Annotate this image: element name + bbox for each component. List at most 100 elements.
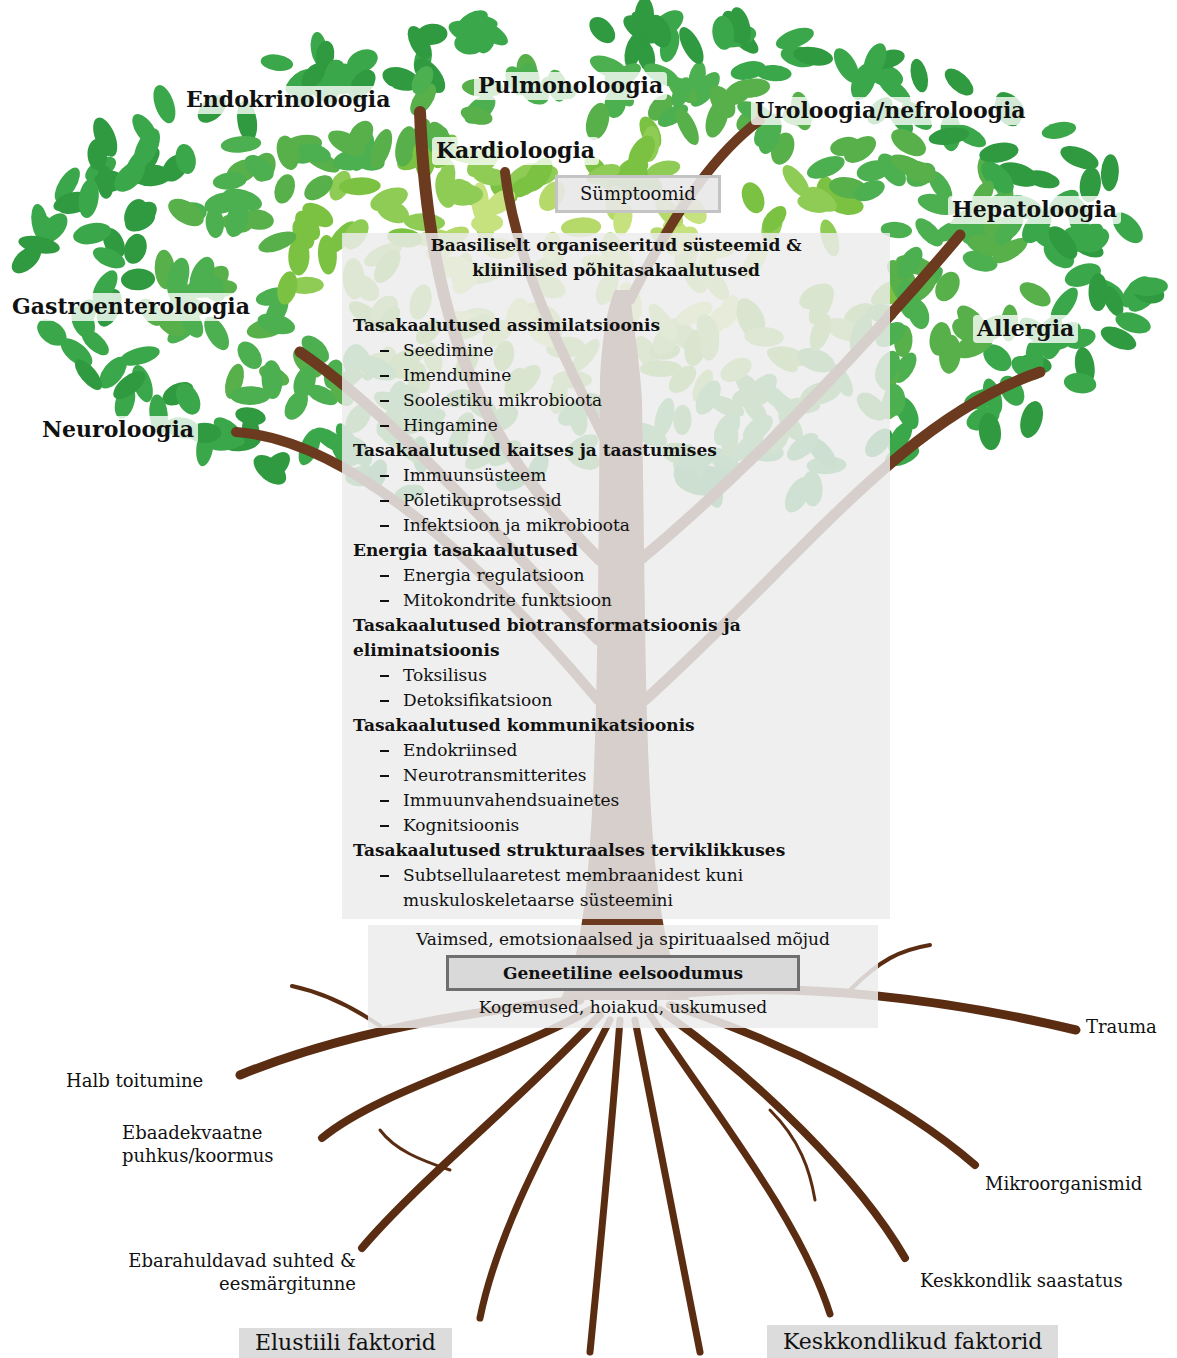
item-row: Immuunvahendsuainetes <box>342 788 890 813</box>
item-row: Endokriinsed <box>342 738 890 763</box>
leaf <box>668 74 696 110</box>
item-row: Põletikuprotsessid <box>342 488 890 513</box>
root <box>670 1005 975 1165</box>
item-row: Subtsellulaaretest membraanidest kuni mu… <box>342 863 890 913</box>
leaf <box>804 151 848 183</box>
leaf <box>232 337 266 374</box>
leaf <box>940 64 978 101</box>
leaf <box>927 125 970 148</box>
root <box>292 986 380 1026</box>
item-row: Immuunsüsteem <box>342 463 890 488</box>
leaf <box>71 220 113 248</box>
item-row: Energia regulatsioon <box>342 563 890 588</box>
leaf <box>173 142 198 176</box>
leaf <box>1113 308 1153 337</box>
specialty-label: Hepatoloogia <box>948 196 1121 224</box>
specialty-label: Kardioloogia <box>432 137 599 165</box>
leaf <box>1040 119 1077 141</box>
section-heading: Tasakaalutused assimilatsioonis <box>353 315 660 335</box>
root-label: Trauma <box>1084 1016 1159 1039</box>
leaf <box>296 140 333 166</box>
leaf <box>255 310 297 338</box>
leaf <box>778 161 815 202</box>
leaf <box>120 196 152 234</box>
specialty-label: Neuroloogia <box>38 416 198 444</box>
leaf <box>1043 221 1082 264</box>
bullet-dash <box>380 350 389 352</box>
root-label: Ebaadekvaatne puhkus/koormus <box>120 1122 310 1167</box>
leaf <box>758 202 792 237</box>
leaf <box>446 183 484 206</box>
list-item: Infektsioon ja mikrobioota <box>403 515 630 535</box>
leaf <box>459 103 495 128</box>
leaf <box>711 15 736 51</box>
bullet-dash <box>380 400 389 402</box>
leaf <box>828 134 862 159</box>
bullet-dash <box>380 750 389 752</box>
leaf <box>367 183 411 217</box>
list-item: Immuunvahendsuainetes <box>403 790 619 810</box>
root <box>380 1130 450 1170</box>
root-label: Halb toitumine <box>64 1070 205 1093</box>
section-heading: Tasakaalutused kommunikatsioonis <box>353 715 695 735</box>
section-heading: Tasakaalutused kaitses ja taastumises <box>353 440 717 460</box>
leaf <box>109 366 150 404</box>
leaf <box>202 189 242 218</box>
bullet-dash <box>380 800 389 802</box>
leaf <box>1016 398 1047 440</box>
section-heading: Energia tasakaalutused <box>353 540 578 560</box>
leaf <box>738 179 769 217</box>
specialty-label: Endokrinoloogia <box>182 86 394 114</box>
factor-box: Elustiili faktorid <box>239 1328 452 1358</box>
leaf <box>120 268 155 291</box>
bullet-dash <box>380 775 389 777</box>
leaf <box>671 105 703 148</box>
leaf <box>416 22 448 46</box>
leaf <box>1015 277 1054 311</box>
leaf <box>70 355 106 394</box>
leaf <box>674 24 708 68</box>
list-item: Endokriinsed <box>403 740 517 760</box>
bullet-dash <box>380 425 389 427</box>
list-item: Hingamine <box>403 415 498 435</box>
genetics-box: Geneetiline eelsoodumus <box>446 955 800 991</box>
item-row: Imendumine <box>342 363 890 388</box>
leaf <box>365 126 396 171</box>
list-item: Energia regulatsioon <box>403 565 584 585</box>
specialty-label: Uroloogia/nefroloogia <box>751 97 1030 125</box>
leaf <box>855 157 892 184</box>
section-row: Tasakaalutused strukturaalses terviklikk… <box>342 838 890 863</box>
leaf <box>17 233 61 257</box>
root-label: Keskkondlik saastatus <box>918 1270 1125 1293</box>
leaf <box>121 231 151 267</box>
systems-panel: Baasiliselt organiseeritud süsteemid & k… <box>342 233 890 919</box>
leaf <box>274 269 300 306</box>
item-row: Mitokondrite funktsioon <box>342 588 890 613</box>
box-text: Kogemused, hoiakud, uskumused <box>374 995 872 1019</box>
leaf <box>1062 371 1097 396</box>
specialty-label: Pulmonoloogia <box>474 72 667 100</box>
leaf <box>1128 277 1168 297</box>
item-row: Detoksifikatsioon <box>342 688 890 713</box>
specialty-label: Allergia <box>973 315 1078 343</box>
leaf <box>978 140 1020 166</box>
leaf <box>459 14 498 32</box>
leaf <box>643 11 676 51</box>
box-text: Vaimsed, emotsionaalsed ja spirituaalsed… <box>374 927 872 951</box>
list-item: Seedimine <box>403 340 494 360</box>
section-row: Energia tasakaalutused <box>342 538 890 563</box>
leaf <box>77 325 113 360</box>
leaf <box>324 125 369 161</box>
leaf <box>248 449 291 490</box>
leaf <box>149 82 180 126</box>
item-row: Hingamine <box>342 413 890 438</box>
list-item: Toksilisus <box>403 665 487 685</box>
leaf <box>212 171 247 192</box>
item-row: Neurotransmitterites <box>342 763 890 788</box>
leaf <box>792 44 835 68</box>
bullet-dash <box>380 525 389 527</box>
root <box>322 1010 590 1138</box>
factor-box: Keskkondlikud faktorid <box>767 1325 1058 1358</box>
box-text: Keskkondlikud faktorid <box>783 1327 1042 1356</box>
leaf <box>261 360 284 400</box>
